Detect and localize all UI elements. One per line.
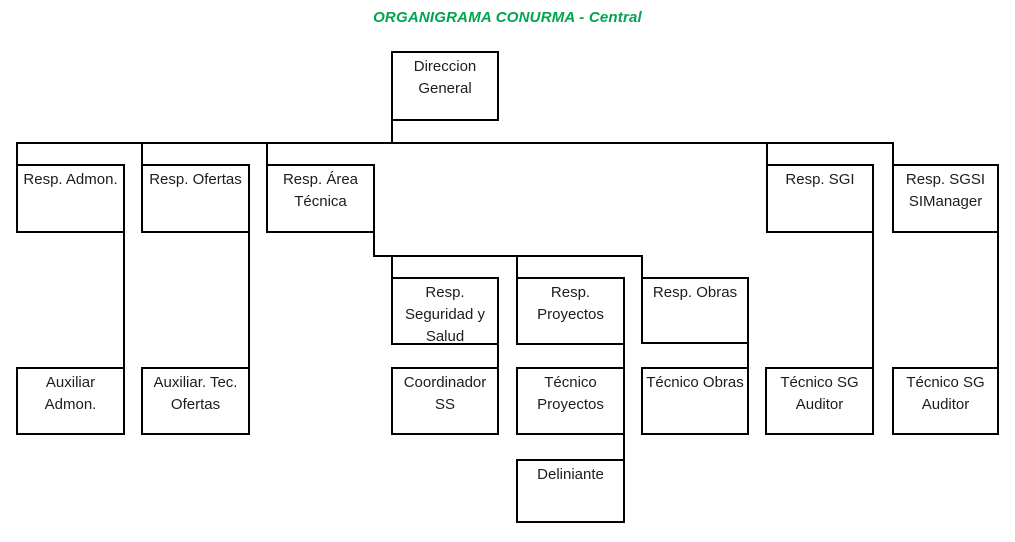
- connector-line: [266, 142, 268, 166]
- connector-line: [141, 142, 143, 166]
- connector-line: [391, 255, 393, 279]
- org-node-resp-sgi: Resp. SGI: [766, 164, 874, 233]
- connector-line: [373, 231, 375, 257]
- org-node-tecnico-sg-auditor-sgsi: Técnico SG Auditor: [892, 367, 999, 435]
- connector-line: [641, 255, 643, 279]
- connector-line: [248, 231, 250, 369]
- connector-line: [123, 231, 125, 369]
- org-node-resp-admon: Resp. Admon.: [16, 164, 125, 233]
- connector-line: [373, 255, 643, 257]
- connector-line: [391, 119, 393, 144]
- connector-line: [497, 343, 499, 369]
- connector-line: [516, 255, 518, 279]
- org-node-auxiliar-tec-ofertas: Auxiliar. Tec. Ofertas: [141, 367, 250, 435]
- connector-line: [16, 142, 18, 166]
- connector-line: [16, 142, 894, 144]
- org-node-resp-obras: Resp. Obras: [641, 277, 749, 344]
- connector-line: [623, 343, 625, 369]
- connector-line: [872, 231, 874, 369]
- org-node-auxiliar-admon: Auxiliar Admon.: [16, 367, 125, 435]
- connector-line: [997, 231, 999, 369]
- org-node-resp-seguridad-salud: Resp. Seguridad y Salud: [391, 277, 499, 345]
- chart-title: ORGANIGRAMA CONURMA - Central: [373, 9, 642, 26]
- org-node-resp-area-tecnica: Resp. Área Técnica: [266, 164, 375, 233]
- org-node-tecnico-proyectos: Técnico Proyectos: [516, 367, 625, 435]
- connector-line: [766, 142, 768, 166]
- org-node-resp-sgsi-simanager: Resp. SGSI SIManager: [892, 164, 999, 233]
- connector-line: [892, 142, 894, 166]
- org-node-tecnico-obras: Técnico Obras: [641, 367, 749, 435]
- org-node-resp-ofertas: Resp. Ofertas: [141, 164, 250, 233]
- org-node-coordinador-ss: Coordinador SS: [391, 367, 499, 435]
- org-node-deliniante: Deliniante: [516, 459, 625, 523]
- org-node-tecnico-sg-auditor-sgi: Técnico SG Auditor: [765, 367, 874, 435]
- connector-line: [623, 433, 625, 461]
- connector-line: [747, 343, 749, 369]
- org-node-direccion-general: Direccion General: [391, 51, 499, 121]
- org-node-resp-proyectos: Resp. Proyectos: [516, 277, 625, 345]
